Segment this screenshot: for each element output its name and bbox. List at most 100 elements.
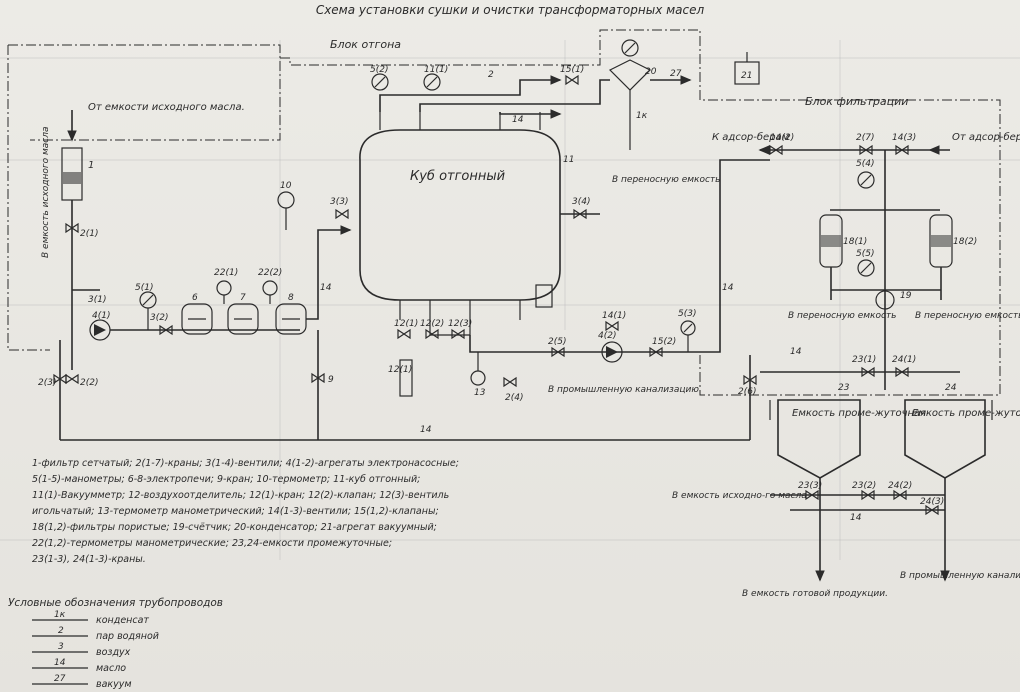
pipe-code-5: 27 (54, 674, 66, 684)
manometer-5-4 (857, 171, 875, 189)
valve-2-2-label: 2(2) (80, 378, 98, 388)
manometer-5-2-label: 5(2) (370, 65, 388, 75)
valve-12-2[interactable] (425, 328, 439, 340)
valve-2-6-label: 2(6) (738, 387, 756, 397)
to-adsorbers-label: К адсор-берам (712, 131, 790, 143)
valve-9-label: 9 (328, 375, 334, 385)
filter-1-number: 1 (88, 160, 94, 171)
valve-3-2[interactable] (159, 324, 173, 336)
vacuummeter-11-1 (423, 73, 441, 91)
valve-3-4-label: 3(4) (572, 197, 590, 207)
air-separator-12 (399, 359, 413, 397)
needle-valve-12-3[interactable] (451, 328, 465, 340)
valve-2-5[interactable] (551, 346, 565, 358)
tank-23-label: Емкость проме-жуточная (792, 408, 926, 419)
valve-3-2-label: 3(2) (150, 313, 168, 323)
tank-24-number: 24 (945, 383, 957, 393)
valve-2-7-label: 2(7) (856, 133, 874, 143)
legend-line-2: 5(1-5)-манометры; 6-8-электропечи; 9-кра… (32, 474, 420, 485)
pipe-code-3: 3 (58, 642, 64, 652)
valve-2-5-label: 2(5) (548, 337, 566, 347)
equipment-legend: 1-фильтр сетчатый; 2(1-7)-краны; 3(1-4)-… (32, 458, 459, 565)
valve-2-2[interactable] (65, 373, 79, 385)
valve-24-3-label: 24(3) (920, 497, 944, 507)
block-distill-label: Блок отгона (330, 38, 401, 51)
to-portable-tank-1-label: В переносную емкость (612, 175, 720, 185)
thermometer-13 (470, 352, 486, 386)
valve-15-2[interactable] (649, 346, 663, 358)
pipe-code-4: 14 (54, 658, 66, 668)
valve-9[interactable] (311, 372, 325, 384)
valve-2-6[interactable] (743, 374, 757, 386)
legend-line-5: 18(1,2)-фильтры пористые; 19-счётчик; 20… (32, 522, 437, 533)
line-2-label: 2 (488, 70, 494, 80)
porous-filter-18-1-label: 18(1) (843, 237, 867, 247)
valve-2-3[interactable] (53, 373, 67, 385)
porous-filter-18-2-label: 18(2) (953, 237, 977, 247)
thermometer-22-1 (216, 280, 232, 304)
vacuum-unit-21-label: 21 (741, 71, 752, 81)
porous-filter-18-2 (929, 214, 953, 268)
line-14-label-d: 14 (420, 425, 432, 435)
valve-2-7[interactable] (859, 144, 873, 156)
valve-14-3[interactable] (895, 144, 909, 156)
valve-2-4-label: 2(4) (505, 393, 523, 403)
pipe-name-2: пар водяной (96, 631, 159, 642)
valve-24-2[interactable] (893, 489, 907, 501)
valve-23-2[interactable] (861, 489, 875, 501)
condenser-20-label: 20 (645, 67, 657, 77)
pipe-name-4: масло (96, 663, 126, 674)
valve-12-1[interactable] (397, 328, 411, 340)
valve-3-3-label: 3(3) (330, 197, 348, 207)
pump-4-2-label: 4(2) (598, 331, 616, 341)
valve-15-1[interactable] (565, 74, 579, 86)
legend-line-4: игольчатый; 13-термометр манометрический… (32, 506, 439, 517)
valve-14-3-label: 14(3) (892, 133, 916, 143)
manometer-5-5-label: 5(5) (856, 249, 874, 259)
needle-valve-12-3-label: 12(3) (448, 319, 472, 329)
valve-2-4[interactable] (503, 376, 517, 388)
pipe-name-3: воздух (96, 647, 131, 658)
to-portable-tank-2-label: В переносную емкость (788, 311, 896, 321)
valve-12-2-label: 12(2) (420, 319, 444, 329)
pipe-code-1: 1к (54, 610, 66, 620)
kub-number: 11 (563, 155, 574, 165)
kub-still-11 (359, 112, 561, 336)
valve-23-1[interactable] (861, 366, 875, 378)
valve-2-1-label: 2(1) (80, 229, 98, 239)
background-table-grid (0, 40, 1020, 560)
to-source-tank-2-label: В емкость исходно-го масла (672, 491, 807, 501)
tank-24-label: Емкость проме-жуточная (912, 408, 1020, 419)
valve-14-1[interactable] (605, 320, 619, 332)
manometer-5-1-label: 5(1) (135, 283, 153, 293)
to-finished-tank-label: В емкость готовой продукции. (742, 589, 888, 599)
condenser-20 (608, 39, 652, 150)
heater-6 (181, 303, 213, 335)
porous-filter-18-1 (819, 214, 843, 268)
valve-24-3[interactable] (925, 504, 939, 516)
valve-3-4[interactable] (573, 208, 587, 220)
valve-2-1[interactable] (65, 222, 79, 234)
line-14-label-e: 14 (790, 347, 802, 357)
valve-23-3-label: 23(3) (798, 481, 822, 491)
thermometer-10 (277, 191, 295, 230)
pump-4-2[interactable] (601, 341, 623, 363)
thermometer-22-2-label: 22(2) (258, 268, 282, 278)
line-1k-label: 1к (636, 111, 648, 121)
line-14-label-b: 14 (512, 115, 524, 125)
to-industrial-1-label: В промышленную канализацию (548, 385, 699, 395)
valve-12-1-label: 12(1) (394, 319, 418, 329)
valve-3-3[interactable] (335, 208, 349, 220)
flow-counter-19 (875, 290, 895, 310)
pipe-legend: Условные обозначения трубопроводов 1к ко… (8, 597, 223, 690)
valve-23-3[interactable] (805, 489, 819, 501)
tank-23-number: 23 (838, 383, 850, 393)
valve-14-2[interactable] (769, 144, 783, 156)
flow-counter-19-label: 19 (900, 291, 912, 301)
legend-line-7: 23(1-3), 24(1-3)-краны. (32, 554, 146, 565)
pump-4-1[interactable] (89, 319, 111, 341)
kub-label: Куб отгонный (410, 169, 505, 184)
legend-line-6: 22(1,2)-термометры манометрические; 23,2… (32, 538, 392, 549)
valve-24-1[interactable] (895, 366, 909, 378)
